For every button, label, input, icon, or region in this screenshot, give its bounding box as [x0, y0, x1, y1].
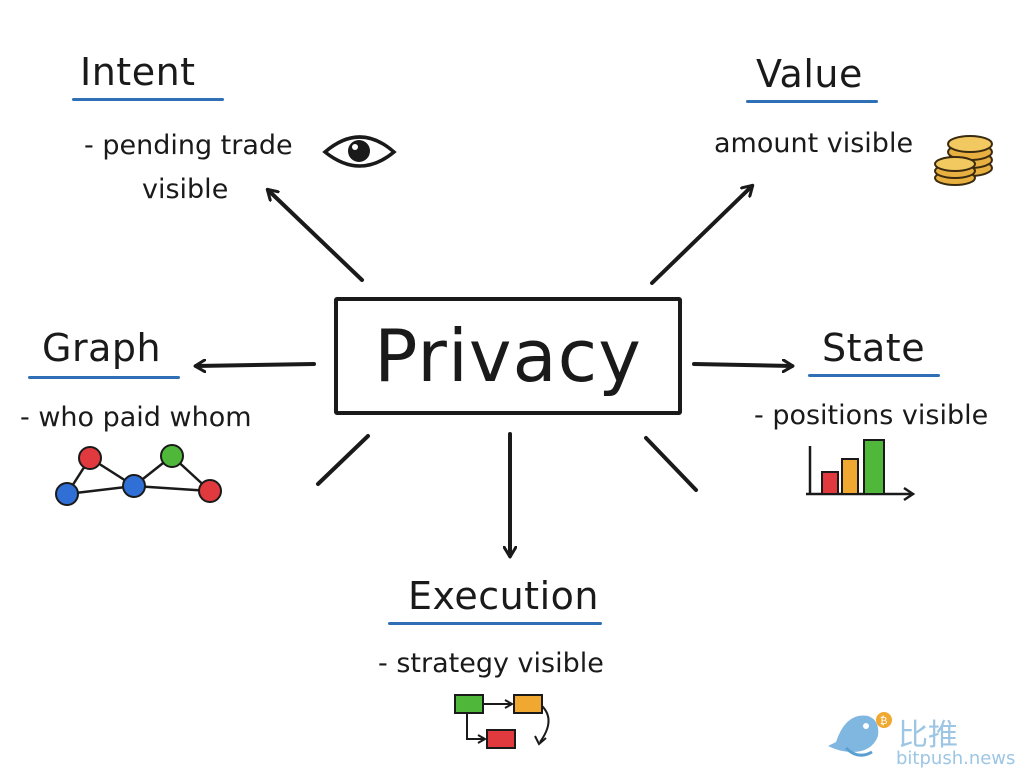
state-underline — [808, 374, 940, 377]
value-title: Value — [756, 52, 863, 96]
watermark: 比推 bitpush.news — [824, 706, 1024, 780]
execution-desc-line-1: - strategy visible — [378, 648, 604, 679]
privacy-box: Privacy — [334, 297, 682, 415]
flowchart-icon — [454, 694, 550, 749]
arrow-to-value — [650, 186, 752, 285]
svg-text:₿: ₿ — [880, 715, 887, 727]
bar-chart-icon — [806, 439, 916, 502]
arrow-to-graph — [196, 364, 316, 366]
graph-title: Graph — [42, 326, 162, 370]
state-desc-line-1: - positions visible — [754, 400, 989, 431]
execution-title: Execution — [408, 574, 599, 618]
intent-desc-line-2: visible — [142, 174, 229, 205]
intent-desc-line-1: - pending trade — [84, 130, 293, 161]
coin-stack-icon — [934, 135, 993, 186]
value-desc-line-1: amount visible — [714, 128, 914, 159]
arrow-to-state — [692, 364, 792, 366]
graph-desc-line-1: - who paid whom — [20, 402, 252, 433]
bird-logo-icon: ₿ — [828, 712, 892, 757]
ray-line-left — [316, 434, 370, 486]
graph-underline — [28, 376, 180, 379]
eye-icon — [322, 135, 397, 168]
intent-underline — [72, 98, 224, 101]
watermark-site: bitpush.news — [896, 748, 1016, 769]
intent-title: Intent — [80, 50, 196, 94]
privacy-label: Privacy — [374, 314, 642, 398]
execution-underline — [388, 622, 602, 625]
value-underline — [746, 100, 878, 103]
state-title: State — [822, 326, 926, 370]
network-graph-icon — [55, 444, 222, 506]
arrow-to-intent — [268, 190, 364, 282]
watermark-name: 比推 — [898, 718, 958, 753]
ray-line-right — [644, 436, 698, 492]
